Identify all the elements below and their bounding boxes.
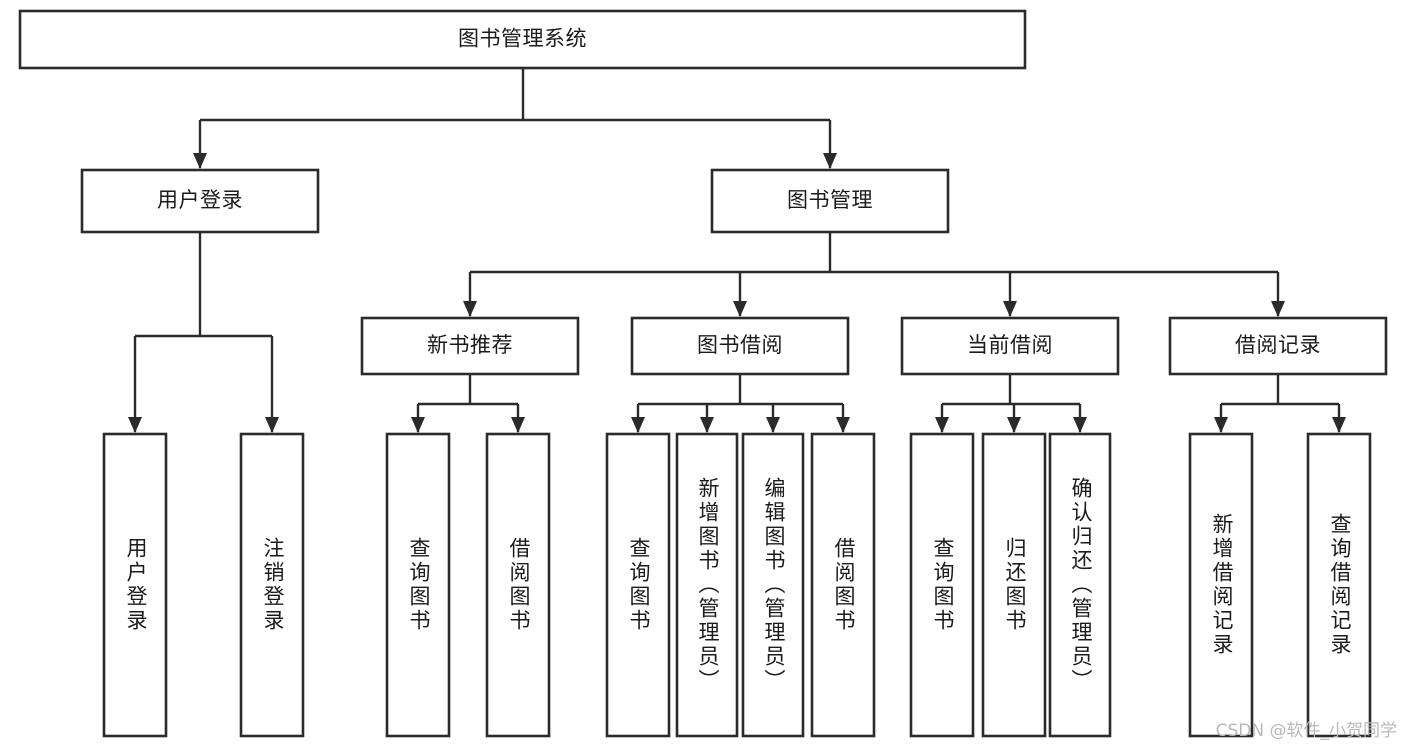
node-box[interactable] bbox=[900, 316, 1120, 376]
arrow-head-icon bbox=[1003, 301, 1017, 317]
node-leaf-add-book[interactable]: 新增图书（管理员） bbox=[675, 432, 739, 738]
node-leaf-query-book-3[interactable]: 查询图书 bbox=[909, 432, 975, 738]
node-root-system[interactable]: 图书管理系统 bbox=[18, 9, 1027, 70]
node-label: 借阅图书 bbox=[832, 537, 856, 633]
node-box[interactable] bbox=[1048, 432, 1112, 738]
connector-currentborrow-to-leaves bbox=[935, 374, 1087, 433]
connector-borrowrecord-to-leaves bbox=[1214, 374, 1346, 433]
node-box[interactable] bbox=[630, 316, 850, 376]
arrow-head-icon bbox=[1007, 417, 1021, 433]
node-box[interactable] bbox=[80, 168, 320, 234]
node-box[interactable] bbox=[741, 432, 805, 738]
arrow-head-icon bbox=[463, 301, 477, 317]
node-label: 查询图书 bbox=[407, 537, 431, 633]
node-book-manage[interactable]: 图书管理 bbox=[710, 168, 950, 234]
node-label: 用户登录 bbox=[157, 188, 243, 212]
node-box[interactable] bbox=[1168, 316, 1388, 376]
node-label: 图书借阅 bbox=[697, 333, 783, 357]
arrow-head-icon bbox=[511, 417, 525, 433]
node-label: 确认归还（管理员） bbox=[1069, 477, 1093, 693]
arrow-head-icon bbox=[766, 417, 780, 433]
node-label: 借阅记录 bbox=[1235, 333, 1321, 357]
node-new-book-rec[interactable]: 新书推荐 bbox=[360, 316, 580, 376]
node-box[interactable] bbox=[360, 316, 580, 376]
arrow-head-icon bbox=[935, 417, 949, 433]
arrow-head-icon bbox=[411, 417, 425, 433]
connector-bookmanage-to-level2 bbox=[463, 232, 1285, 317]
node-leaf-add-record[interactable]: 新增借阅记录 bbox=[1188, 432, 1254, 738]
node-leaf-borrow-book-1[interactable]: 借阅图书 bbox=[485, 432, 551, 738]
node-label: 查询图书 bbox=[931, 537, 955, 633]
arrow-head-icon bbox=[700, 417, 714, 433]
node-leaf-borrow-book-2[interactable]: 借阅图书 bbox=[810, 432, 876, 738]
connector-root-to-level1 bbox=[193, 68, 837, 169]
node-label: 查询借阅记录 bbox=[1328, 513, 1352, 657]
connector-newbook-to-leaves bbox=[411, 374, 525, 433]
node-label: 图书管理系统 bbox=[458, 27, 587, 51]
node-label: 注销登录 bbox=[261, 537, 285, 633]
node-box[interactable] bbox=[675, 432, 739, 738]
node-borrow-record[interactable]: 借阅记录 bbox=[1168, 316, 1388, 376]
node-box[interactable] bbox=[909, 432, 975, 738]
node-box[interactable] bbox=[710, 168, 950, 234]
node-label: 编辑图书（管理员） bbox=[762, 477, 786, 693]
arrow-head-icon bbox=[631, 417, 645, 433]
arrow-head-icon bbox=[193, 153, 207, 169]
node-leaf-query-book-1[interactable]: 查询图书 bbox=[385, 432, 451, 738]
arrow-head-icon bbox=[1332, 417, 1346, 433]
node-box[interactable] bbox=[605, 432, 671, 738]
arrow-head-icon bbox=[1271, 301, 1285, 317]
arrow-head-icon bbox=[1214, 417, 1228, 433]
node-box[interactable] bbox=[102, 432, 168, 738]
connector-userlogin-to-leaves bbox=[128, 232, 279, 433]
node-leaf-user-login[interactable]: 用户登录 bbox=[102, 432, 168, 738]
node-label: 用户登录 bbox=[124, 537, 148, 633]
node-box[interactable] bbox=[239, 432, 305, 738]
node-box[interactable] bbox=[18, 9, 1027, 70]
node-label: 当前借阅 bbox=[967, 333, 1053, 357]
node-leaf-query-record[interactable]: 查询借阅记录 bbox=[1306, 432, 1372, 738]
node-book-borrow[interactable]: 图书借阅 bbox=[630, 316, 850, 376]
node-layer: 图书管理系统用户登录图书管理新书推荐图书借阅当前借阅借阅记录用户登录注销登录查询… bbox=[18, 9, 1388, 738]
node-user-login[interactable]: 用户登录 bbox=[80, 168, 320, 234]
node-box[interactable] bbox=[385, 432, 451, 738]
arrow-head-icon bbox=[1073, 417, 1087, 433]
node-box[interactable] bbox=[810, 432, 876, 738]
node-leaf-query-book-2[interactable]: 查询图书 bbox=[605, 432, 671, 738]
node-label: 归还图书 bbox=[1003, 537, 1027, 633]
node-leaf-confirm-return[interactable]: 确认归还（管理员） bbox=[1048, 432, 1112, 738]
node-label: 新书推荐 bbox=[427, 333, 513, 357]
node-label: 新增借阅记录 bbox=[1210, 513, 1234, 657]
arrow-head-icon bbox=[733, 301, 747, 317]
arrow-head-icon bbox=[265, 417, 279, 433]
connector-layer bbox=[128, 68, 1346, 433]
node-box[interactable] bbox=[1306, 432, 1372, 738]
node-leaf-edit-book[interactable]: 编辑图书（管理员） bbox=[741, 432, 805, 738]
node-current-borrow[interactable]: 当前借阅 bbox=[900, 316, 1120, 376]
node-label: 新增图书（管理员） bbox=[696, 477, 720, 693]
connector-bookborrow-to-leaves bbox=[631, 374, 850, 433]
node-box[interactable] bbox=[485, 432, 551, 738]
node-leaf-logout[interactable]: 注销登录 bbox=[239, 432, 305, 738]
node-box[interactable] bbox=[981, 432, 1047, 738]
node-box[interactable] bbox=[1188, 432, 1254, 738]
node-label: 图书管理 bbox=[787, 188, 873, 212]
arrow-head-icon bbox=[128, 417, 142, 433]
node-label: 查询图书 bbox=[627, 537, 651, 633]
arrow-head-icon bbox=[823, 153, 837, 169]
node-leaf-return-book[interactable]: 归还图书 bbox=[981, 432, 1047, 738]
node-label: 借阅图书 bbox=[507, 537, 531, 633]
arrow-head-icon bbox=[836, 417, 850, 433]
